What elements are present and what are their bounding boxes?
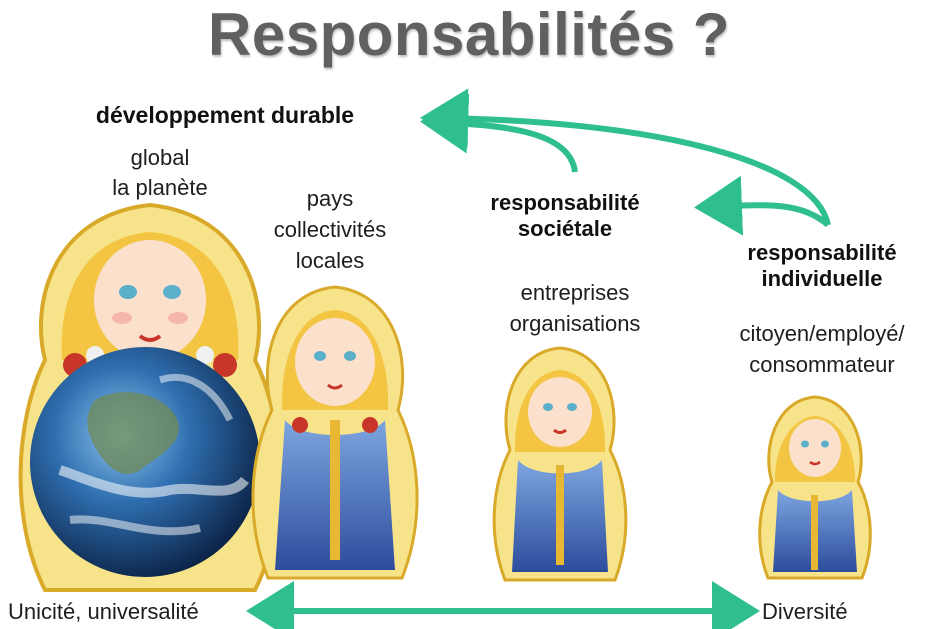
heading-responsabilite-societale-2: sociétale: [517, 216, 613, 241]
arrow-societal-to-durable: [420, 93, 578, 173]
label-la-planete: la planète: [112, 175, 208, 200]
label-organisations: organisations: [509, 311, 641, 336]
label-citoyen-employe: citoyen/employé/: [739, 321, 905, 346]
axis-label-diversite: Diversité: [762, 599, 848, 624]
doll-small: [492, 346, 628, 582]
doll-tiny: [758, 395, 872, 580]
label-consommateur: consommateur: [749, 352, 895, 377]
label-collectivites: collectivités: [273, 217, 387, 242]
label-global: global: [130, 145, 190, 170]
label-entreprises: entreprises: [520, 280, 630, 305]
heading-responsabilite-individuelle-1: responsabilité: [747, 240, 897, 265]
page-title: Responsabilités ?: [208, 1, 730, 68]
label-locales: locales: [295, 248, 365, 273]
doll-medium: [251, 285, 419, 580]
arrow-individual-to-durable: [420, 88, 831, 226]
arrow-individual-to-societal: [694, 175, 830, 236]
axis-label-unicite: Unicité, universalité: [8, 599, 199, 624]
heading-responsabilite-societale-1: responsabilité: [490, 190, 640, 215]
earth-globe: [30, 347, 260, 577]
heading-developpement-durable: développement durable: [95, 102, 355, 128]
label-pays: pays: [306, 186, 354, 211]
heading-responsabilite-individuelle-2: individuelle: [761, 266, 883, 291]
